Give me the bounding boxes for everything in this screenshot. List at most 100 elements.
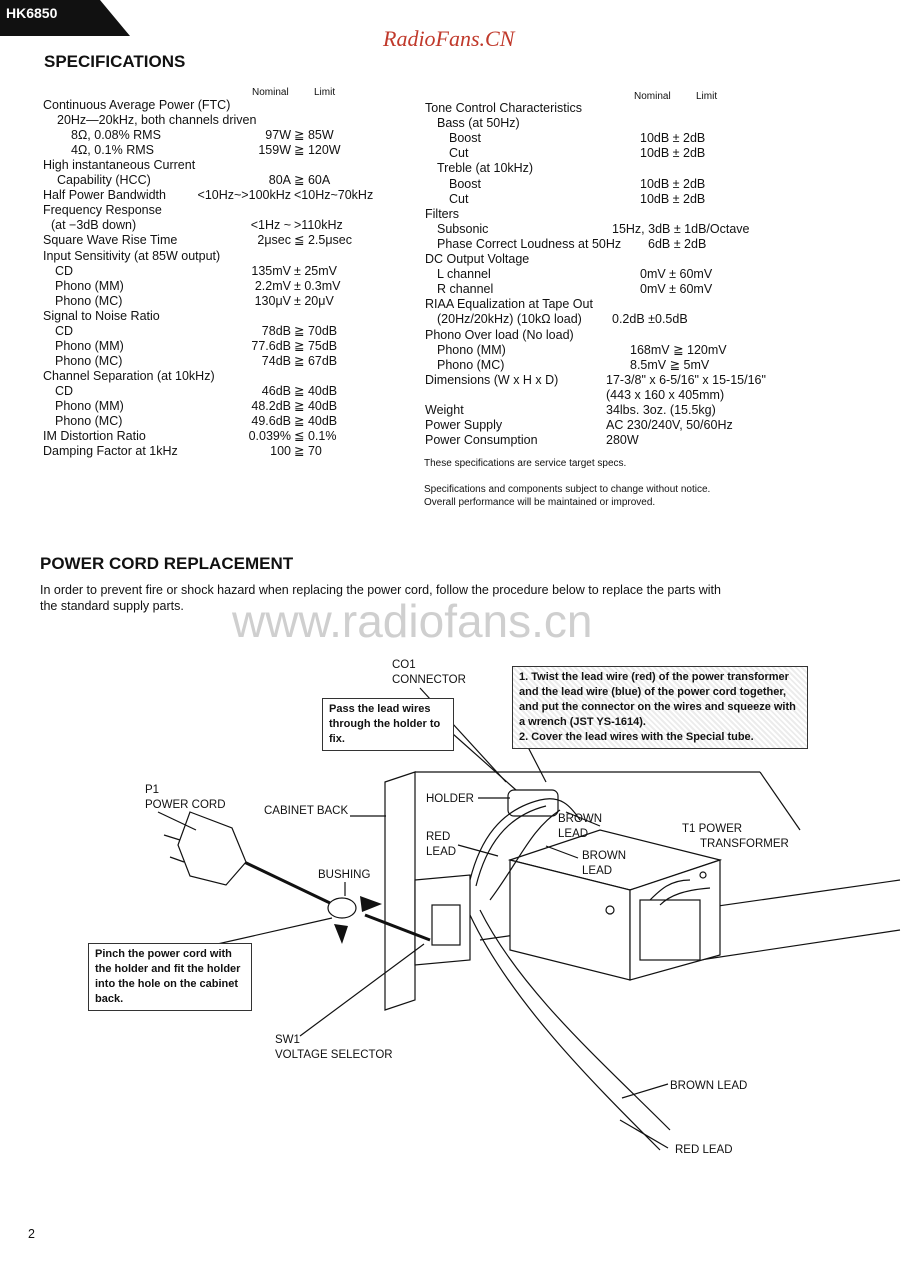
spec-label: Capability (HCC)	[57, 173, 151, 188]
spec-nominal: 78dB	[261, 323, 291, 338]
spec-label: High instantaneous Current	[43, 158, 196, 173]
cabinet-back-label: CABINET BACK	[264, 805, 349, 817]
spec-note-3: Overall performance will be maintained o…	[424, 497, 656, 508]
spec-value: 8.5mV ≧ 5mV	[630, 357, 710, 372]
red-lead-label-a: RED	[426, 831, 451, 843]
spec-label: CD	[55, 263, 74, 278]
left-nominal-header: Nominal	[252, 87, 289, 98]
spec-value: (443 x 160 x 405mm)	[606, 387, 725, 402]
spec-label: Cut	[449, 146, 469, 161]
brown-lead-2-label-b: LEAD	[582, 865, 613, 877]
spec-label: Phono (MC)	[55, 353, 123, 368]
spec-value: 17-3/8" x 6-5/16" x 15-15/16"	[606, 372, 766, 387]
spec-note-2: Specifications and components subject to…	[424, 484, 711, 495]
spec-label: CD	[55, 323, 74, 338]
spec-limit: <10Hz~70kHz	[294, 188, 374, 203]
spec-label: R channel	[437, 282, 494, 297]
spec-label: Phono (MM)	[55, 278, 124, 293]
t1-label: T1 POWER	[682, 823, 743, 835]
spec-label: Signal to Noise Ratio	[43, 308, 160, 323]
spec-value: 34lbs. 3oz. (15.5kg)	[606, 403, 716, 417]
spec-limit: ≧ 67dB	[294, 353, 338, 368]
spec-nominal: 2μsec	[257, 233, 291, 248]
spec-label: CD	[55, 383, 74, 398]
spec-label: Weight	[425, 403, 464, 417]
spec-label: IM Distortion Ratio	[43, 429, 146, 444]
spec-label: Cut	[449, 191, 469, 206]
p1-label: P1	[145, 784, 160, 796]
spec-limit: ≧ 70	[294, 444, 322, 459]
spec-label: Phono (MM)	[55, 338, 124, 353]
spec-label: (at −3dB down)	[51, 218, 137, 233]
brown-lead-2-label-a: BROWN	[582, 850, 627, 862]
model-tag: HK6850	[0, 0, 130, 36]
spec-label: Damping Factor at 1kHz	[43, 444, 178, 459]
spec-label: Bass (at 50Hz)	[437, 116, 520, 131]
procedure-box: 1. Twist the lead wire (red) of the powe…	[512, 666, 808, 749]
spec-nominal: 159W	[258, 143, 291, 158]
spec-nominal: 80A	[268, 173, 291, 188]
spec-limit: ± 0.3mV	[294, 278, 341, 293]
procedure-step-1: 1. Twist the lead wire (red) of the powe…	[519, 671, 796, 728]
spec-label: Continuous Average Power (FTC)	[43, 98, 231, 112]
spec-nominal: 77.6dB	[251, 338, 291, 353]
spec-limit: ≦ 0.1%	[294, 429, 337, 444]
spec-value: AC 230/240V, 50/60Hz	[606, 418, 733, 433]
spec-label: Square Wave Rise Time	[43, 233, 178, 248]
brown-lead-1-label-b: LEAD	[558, 828, 589, 840]
spec-label: Phono (MC)	[55, 293, 123, 308]
power-cord-label: POWER CORD	[145, 799, 226, 811]
brown-lead-bottom-label: BROWN LEAD	[670, 1080, 748, 1092]
watermark-mid: www.radiofans.cn	[232, 595, 593, 647]
spec-nominal: 74dB	[261, 353, 291, 368]
spec-label: Input Sensitivity (at 85W output)	[43, 248, 221, 263]
spec-value: 10dB ± 2dB	[640, 131, 706, 146]
power-cord-intro-1: In order to prevent fire or shock hazard…	[40, 583, 721, 597]
spec-label: Filters	[425, 206, 460, 221]
holder-label: HOLDER	[426, 793, 474, 805]
spec-label: Phono (MC)	[437, 357, 505, 372]
spec-limit: ≧ 60A	[294, 173, 331, 188]
connector-label: CONNECTOR	[392, 674, 466, 686]
transformer-label: TRANSFORMER	[700, 838, 789, 850]
spec-label: Boost	[449, 131, 481, 146]
spec-limit: ≦ 2.5μsec	[294, 233, 352, 248]
spec-limit: ≧ 75dB	[294, 338, 338, 353]
watermark-top: RadioFans.CN	[383, 26, 515, 51]
spec-value: 0mV ± 60mV	[640, 282, 713, 297]
spec-limit: ≧ 40dB	[294, 383, 338, 398]
page-number: 2	[28, 1227, 35, 1241]
spec-nominal: 48.2dB	[251, 399, 291, 413]
left-limit-header: Limit	[314, 87, 336, 98]
spec-value: 10dB ± 2dB	[640, 191, 706, 206]
spec-nominal: 2.2mV	[254, 278, 291, 293]
spec-label: 8Ω, 0.08% RMS	[71, 128, 161, 143]
spec-value: 0.2dB ±0.5dB	[612, 312, 688, 327]
spec-label: RIAA Equalization at Tape Out	[425, 297, 593, 312]
spec-limit: ≧ 70dB	[294, 323, 338, 338]
pass-lead-wires-box: Pass the lead wires through the holder t…	[322, 698, 454, 751]
spec-nominal: 46dB	[261, 383, 291, 398]
spec-value: 168mV ≧ 120mV	[630, 342, 727, 357]
spec-value: 280W	[606, 433, 639, 448]
spec-label: Channel Separation (at 10kHz)	[43, 368, 215, 383]
spec-limit: ≧ 40dB	[294, 414, 338, 429]
voltage-selector-label: VOLTAGE SELECTOR	[275, 1049, 393, 1061]
spec-label: Frequency Response	[43, 203, 162, 218]
spec-label: Phase Correct Loudness at 50Hz	[437, 236, 622, 251]
red-lead-bottom-label: RED LEAD	[675, 1144, 733, 1156]
spec-nominal: 100	[270, 444, 291, 459]
spec-nominal: 130μV	[254, 293, 291, 308]
spec-limit: ≧ 40dB	[294, 399, 338, 413]
spec-label: DC Output Voltage	[425, 252, 530, 266]
power-cord-title: POWER CORD REPLACEMENT	[40, 554, 294, 573]
spec-value: 6dB ± 2dB	[648, 236, 707, 251]
spec-nominal: 0.039%	[248, 429, 291, 444]
spec-value: 10dB ± 2dB	[640, 176, 706, 191]
power-cord-diagram	[157, 687, 901, 1151]
spec-label: Power Consumption	[425, 433, 538, 448]
spec-label: Dimensions (W x H x D)	[425, 372, 559, 387]
spec-nominal: 135mV	[251, 263, 291, 278]
power-cord-intro-2: the standard supply parts.	[40, 599, 184, 613]
spec-label: (20Hz/20kHz) (10kΩ load)	[437, 312, 582, 327]
